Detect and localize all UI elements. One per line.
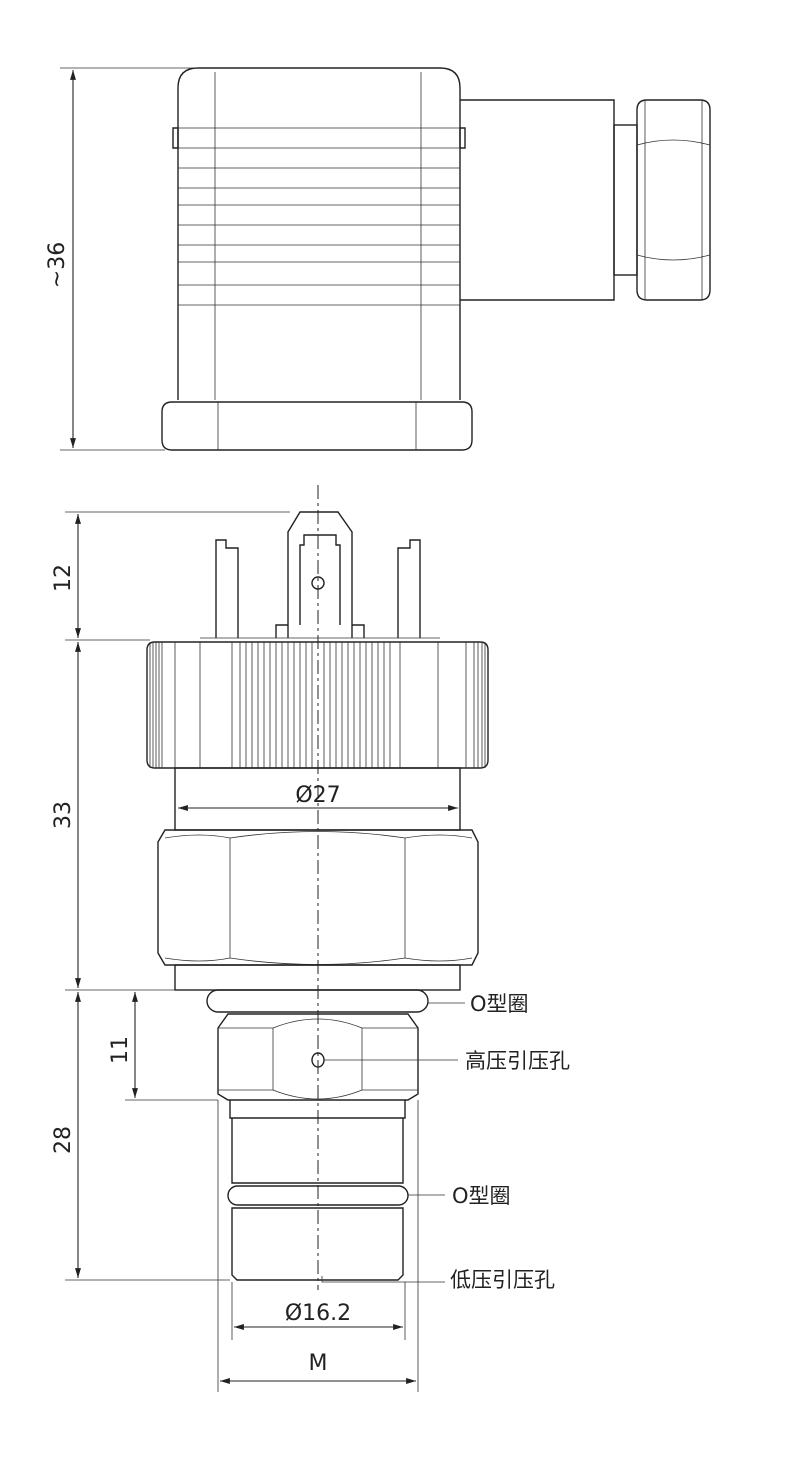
knurled-nut	[146, 641, 489, 769]
fitting-shank	[229, 1100, 406, 1184]
dimension-fitting-diameter: Ø16.2	[231, 1282, 406, 1340]
o-ring-top	[206, 989, 429, 1013]
dimension-thread: M	[217, 1100, 419, 1392]
dim-label: 11	[108, 1036, 133, 1064]
dim-label: Ø16.2	[285, 1301, 351, 1326]
hex-body	[157, 829, 479, 966]
dimension-connector-height: ~36	[45, 67, 200, 451]
din-connector-side-view	[161, 67, 711, 451]
fitting-tip	[231, 1207, 404, 1281]
fitting-hex	[217, 1013, 419, 1101]
callout-low-pressure-port: 低压引压孔	[321, 1268, 555, 1292]
dimension-body-height: 12 33	[51, 511, 290, 991]
callout-high-pressure-port: 高压引压孔	[324, 1049, 570, 1073]
dim-label: 12	[51, 564, 76, 592]
svg-text:低压引压孔: 低压引压孔	[450, 1268, 555, 1292]
callout-o-ring-bottom: O型圈	[408, 1184, 511, 1208]
dim-label: Ø27	[295, 783, 340, 808]
svg-text:高压引压孔: 高压引压孔	[465, 1049, 570, 1073]
o-ring-bottom	[227, 1185, 409, 1206]
dim-label: 33	[51, 801, 76, 829]
dimension-thread-section: 11	[108, 992, 218, 1101]
pins	[200, 511, 440, 639]
svg-text:O型圈: O型圈	[452, 1184, 511, 1208]
dimension-fitting-height: 28	[51, 992, 230, 1281]
dim-label: 28	[51, 1126, 76, 1154]
svg-text:O型圈: O型圈	[470, 992, 529, 1016]
dim-label: M	[309, 1351, 328, 1376]
callout-o-ring-top: O型圈	[428, 992, 529, 1016]
dim-label: ~36	[45, 242, 70, 288]
dimension-body-diameter: Ø27	[178, 783, 458, 811]
